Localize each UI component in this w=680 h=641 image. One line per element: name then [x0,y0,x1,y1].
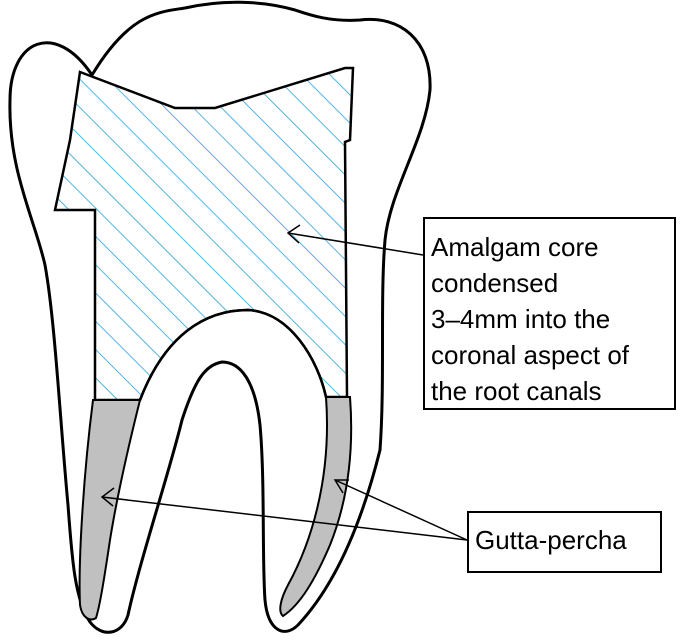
gutta-pointer-arrowhead-right [333,479,349,494]
amalgam-label-line: 3–4mm into the [431,304,611,334]
amalgam-label-line: coronal aspect of [431,340,630,370]
tooth-outline [8,0,432,634]
amalgam-label-line: condensed [431,268,559,298]
pulp-chamber-outline [138,308,328,401]
amalgam-label-line: the root canals [431,376,602,406]
amalgam-label-box: Amalgam core condensed 3–4mm into the co… [423,217,676,410]
gutta-percha-label: Gutta-percha [475,525,627,555]
gutta-pointer-arrowhead-left [100,487,115,507]
right-gutta-percha [279,396,353,618]
gutta-pointer-line-left [101,496,468,541]
gutta-pointer-line-right [334,479,468,541]
left-gutta-percha [78,399,142,621]
gutta-percha-label-box: Gutta-percha [467,511,662,573]
amalgam-pointer-line [287,232,424,256]
amalgam-pointer-arrowhead [286,224,301,244]
amalgam-label-line: Amalgam core [431,232,599,262]
